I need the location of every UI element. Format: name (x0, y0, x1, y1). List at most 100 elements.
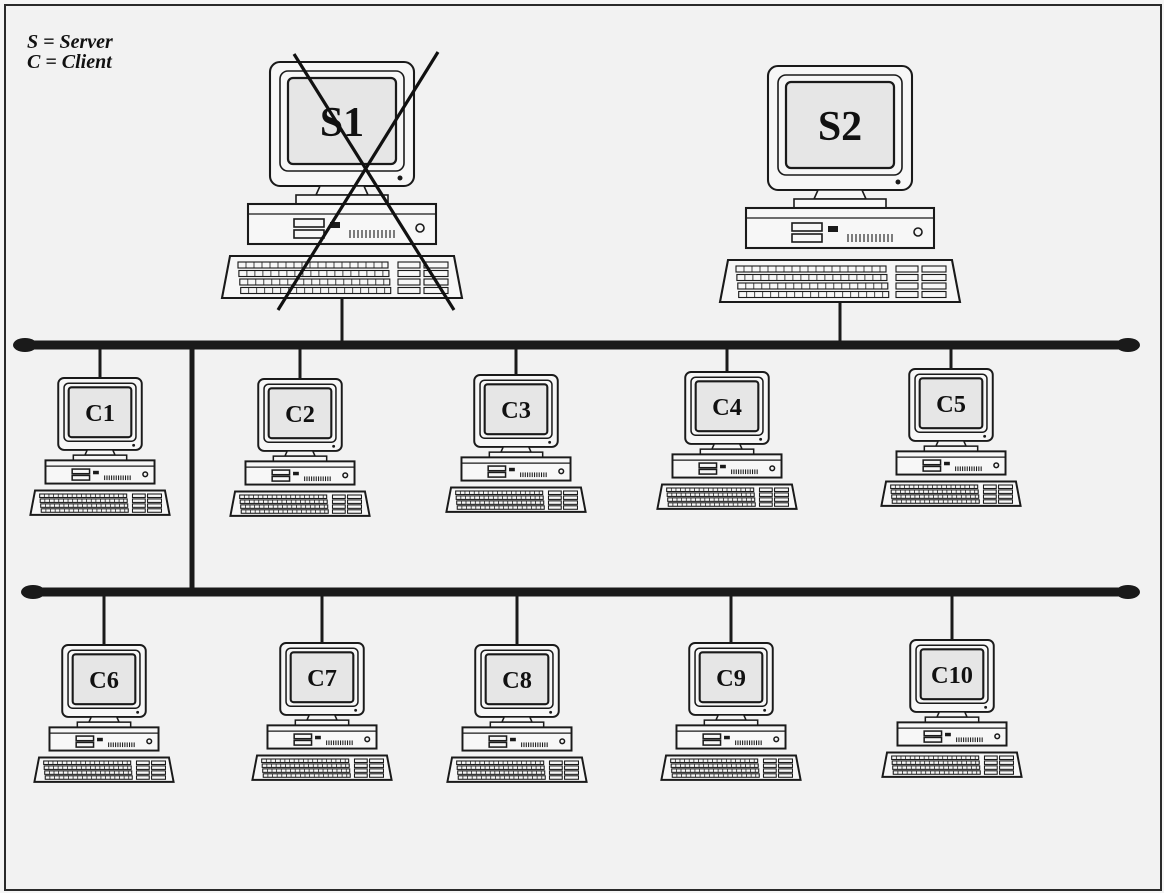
arrow-keys (547, 500, 562, 505)
drive-slot (698, 468, 718, 475)
drive-slot (293, 733, 313, 740)
key-row (238, 269, 390, 278)
monitor-screen (698, 651, 764, 704)
drive-button (944, 461, 950, 466)
monitor-bezel (63, 382, 137, 442)
numpad-keys (774, 492, 790, 497)
drive-button (724, 735, 730, 740)
key-row (737, 282, 889, 290)
arrow-keys (331, 504, 346, 509)
monitor-stand (283, 450, 317, 457)
key-row (667, 502, 756, 507)
numpad-keys (147, 508, 163, 513)
workstation-label: C6 (89, 667, 119, 694)
drive-slot (293, 218, 325, 228)
power-led (332, 444, 336, 448)
monitor-stand (935, 711, 969, 718)
drive-button (720, 464, 726, 469)
key-row (456, 500, 545, 505)
drive-slot (922, 465, 942, 472)
monitor-stand (305, 714, 339, 721)
arrow-keys (353, 768, 368, 773)
drive-slot (702, 733, 722, 740)
numpad-keys (151, 770, 167, 775)
numpad-keys (347, 509, 363, 514)
arrow-keys (547, 495, 562, 500)
legend-server: S = Server (27, 31, 113, 53)
arrow-keys (982, 499, 997, 504)
numpad-keys (369, 763, 385, 768)
failure-cross-icon (276, 51, 456, 311)
server-s2: S2 (718, 64, 962, 304)
key-row (240, 509, 329, 514)
monitor-screen (67, 386, 133, 439)
arrow-keys (983, 765, 998, 770)
arrow-keys (758, 497, 773, 502)
drive-slot (791, 222, 823, 232)
numpad-keys (147, 503, 163, 508)
key-row (456, 765, 545, 770)
key-row (736, 273, 888, 282)
bus-terminator (1116, 338, 1140, 352)
key-row (891, 499, 980, 504)
arrow-keys (135, 775, 150, 780)
key-row (455, 495, 544, 500)
numpad-keys (999, 760, 1015, 765)
key-row (43, 760, 132, 766)
power-button (769, 465, 776, 472)
system-unit (744, 206, 936, 250)
legend: S = Server C = Client (27, 32, 113, 72)
numpad-keys (423, 269, 449, 278)
numpad-keys (921, 290, 947, 299)
arrow-keys (548, 775, 563, 780)
numpad-keys (151, 775, 167, 780)
arrow-keys (762, 758, 777, 764)
upper-bus (13, 338, 1140, 352)
numpad-keys (778, 768, 794, 773)
key-row (239, 278, 391, 286)
key-row (456, 760, 545, 766)
monitor-screen (784, 80, 896, 170)
key-row (44, 770, 133, 775)
arrow-keys (762, 773, 777, 778)
server-s1: S1 (220, 51, 464, 311)
arrow-keys (982, 489, 997, 494)
power-led (763, 708, 767, 712)
drive-slot (271, 469, 291, 476)
monitor-screen (919, 648, 985, 701)
monitor-bezel (479, 379, 553, 439)
client-c7: C7 (251, 642, 393, 781)
system-unit (675, 724, 787, 750)
drive-slot (922, 459, 942, 466)
numpad-keys (774, 497, 790, 502)
workstation-label: C8 (502, 667, 532, 694)
drive-button (828, 226, 838, 232)
arrow-keys (353, 763, 368, 768)
client-c2: C2 (229, 378, 371, 517)
system-unit (44, 459, 156, 485)
key-row (455, 490, 544, 496)
arrow-keys (895, 265, 919, 273)
numpad-keys (998, 484, 1014, 490)
key-row (666, 487, 755, 493)
power-button (993, 462, 1000, 469)
arrow-keys (983, 755, 998, 761)
system-unit (671, 453, 783, 479)
numpad-keys (369, 758, 385, 764)
key-row (262, 768, 351, 773)
workstation-label: C9 (716, 665, 746, 692)
system-unit (895, 450, 1007, 476)
workstation-label: C2 (285, 401, 315, 428)
power-led (983, 434, 987, 438)
power-led (984, 705, 988, 709)
monitor-screen (71, 653, 137, 706)
arrow-keys (762, 768, 777, 773)
key-row (261, 758, 350, 764)
arrow-keys (131, 493, 146, 499)
arrow-keys (135, 760, 150, 766)
numpad-keys (564, 765, 580, 770)
monitor-base (793, 198, 887, 209)
workstation-label: S2 (818, 104, 862, 150)
power-led (548, 440, 552, 444)
key-row (43, 765, 132, 770)
